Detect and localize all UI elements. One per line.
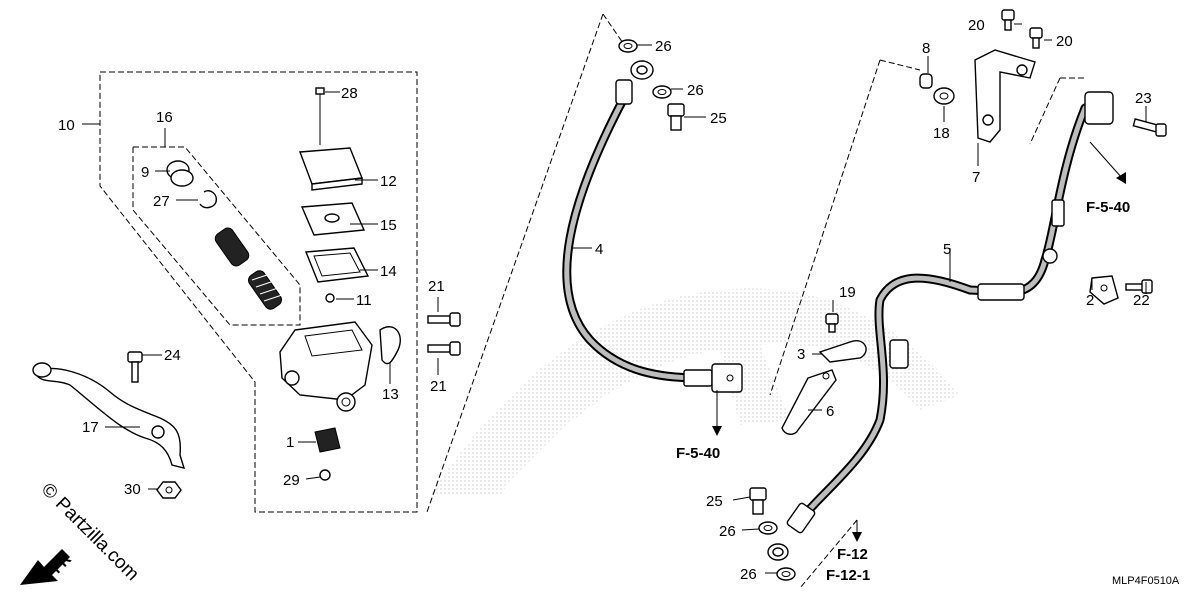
callout-29: 29 xyxy=(283,472,300,489)
callout-11: 11 xyxy=(356,292,372,309)
callout-17: 17 xyxy=(82,419,99,436)
clip-bolt[interactable] xyxy=(1125,279,1153,294)
callout-numbers: 10 16 9 27 28 12 15 14 11 21 21 13 1 29 … xyxy=(58,17,1152,583)
callout-25-b: 25 xyxy=(706,493,723,510)
callout-20-a: 20 xyxy=(968,17,985,34)
callout-14: 14 xyxy=(380,263,397,280)
callout-21-lower: 21 xyxy=(430,378,447,395)
callout-21-upper: 21 xyxy=(428,278,445,295)
brake-hose-lower[interactable] xyxy=(767,91,1114,561)
callout-6: 6 xyxy=(826,403,834,420)
brake-lever[interactable] xyxy=(32,362,186,469)
callout-3: 3 xyxy=(797,346,805,363)
reference-label-f-12-1[interactable]: F-12-1 xyxy=(826,567,870,584)
reference-arrow-c xyxy=(852,520,862,542)
lever-pivot-bolt[interactable] xyxy=(127,351,143,383)
callout-22: 22 xyxy=(1133,292,1150,309)
hose-clamp[interactable] xyxy=(818,340,867,363)
bracket-bolt-b[interactable] xyxy=(1029,27,1043,49)
joint-bolt[interactable] xyxy=(1132,118,1167,137)
callout-27: 27 xyxy=(153,193,170,210)
master-cylinder-body[interactable] xyxy=(279,321,373,412)
reference-label-f-12[interactable]: F-12 xyxy=(837,546,868,563)
front-direction-arrow: FR xyxy=(20,549,75,585)
callout-16: 16 xyxy=(156,109,173,126)
callout-9: 9 xyxy=(141,164,149,181)
holder-bolt-lower[interactable] xyxy=(427,341,461,356)
callout-15: 15 xyxy=(380,217,397,234)
callout-7: 7 xyxy=(972,169,980,186)
callout-1: 1 xyxy=(286,434,294,451)
grommet[interactable] xyxy=(933,87,955,105)
reference-label-f-5-40-right[interactable]: F-5-40 xyxy=(1086,199,1130,216)
screw-top[interactable] xyxy=(315,87,325,105)
callout-25-a: 25 xyxy=(710,110,727,127)
callout-23: 23 xyxy=(1135,90,1152,107)
callout-10: 10 xyxy=(58,117,75,134)
reference-label-f-5-40-left[interactable]: F-5-40 xyxy=(676,445,720,462)
sealing-washer-a[interactable] xyxy=(618,39,638,53)
sealing-washer-c[interactable] xyxy=(758,521,778,535)
leader-lines xyxy=(105,23,1147,574)
holder-bolt-upper[interactable] xyxy=(427,312,461,327)
reservoir-cap[interactable] xyxy=(299,147,363,191)
hose-clip[interactable] xyxy=(1089,275,1119,305)
oil-bolt-upper[interactable] xyxy=(667,103,685,131)
callout-2: 2 xyxy=(1086,292,1094,309)
callout-28: 28 xyxy=(341,85,358,102)
dust-boot[interactable] xyxy=(166,160,194,187)
hose-bracket[interactable] xyxy=(974,49,1036,143)
screw-small[interactable] xyxy=(325,293,335,303)
callout-4: 4 xyxy=(595,241,603,258)
callout-26-a: 26 xyxy=(655,38,672,55)
callout-18: 18 xyxy=(933,125,950,142)
background-wing-logo xyxy=(430,288,960,495)
sealing-washer-b[interactable] xyxy=(652,85,672,99)
callout-30: 30 xyxy=(124,481,141,498)
diagram-code: MLP4F0510A xyxy=(1112,575,1180,587)
group-box-master-cylinder xyxy=(99,71,418,513)
callout-5: 5 xyxy=(943,241,951,258)
diaphragm[interactable] xyxy=(304,247,370,283)
callout-12: 12 xyxy=(380,173,397,190)
brake-light-switch[interactable] xyxy=(314,427,341,453)
callout-19: 19 xyxy=(839,284,856,301)
callout-26-b: 26 xyxy=(687,82,704,99)
diaphragm-plate[interactable] xyxy=(300,202,366,236)
clamp-bolt[interactable] xyxy=(825,313,839,333)
hose-stay[interactable] xyxy=(781,369,837,435)
callout-26-d: 26 xyxy=(740,566,757,583)
callout-20-b: 20 xyxy=(1056,33,1073,50)
callout-8: 8 xyxy=(922,40,930,57)
oil-bolt-lower[interactable] xyxy=(749,487,767,515)
collar[interactable] xyxy=(919,73,933,89)
callout-24: 24 xyxy=(164,347,181,364)
switch-screw[interactable] xyxy=(319,469,331,481)
brake-hose-upper[interactable] xyxy=(562,60,743,393)
reference-arrow-b xyxy=(1089,141,1126,184)
bracket-bolt-a[interactable] xyxy=(1001,9,1015,31)
group-box-piston-set xyxy=(132,146,301,326)
master-cylinder-holder[interactable] xyxy=(379,326,401,365)
lever-pivot-nut[interactable] xyxy=(156,481,182,499)
reference-arrow-a xyxy=(712,390,722,436)
callout-13: 13 xyxy=(382,386,399,403)
piston-set[interactable] xyxy=(213,226,284,312)
sealing-washer-d[interactable] xyxy=(776,567,796,581)
callout-26-c: 26 xyxy=(719,523,736,540)
circlip[interactable] xyxy=(199,190,218,209)
